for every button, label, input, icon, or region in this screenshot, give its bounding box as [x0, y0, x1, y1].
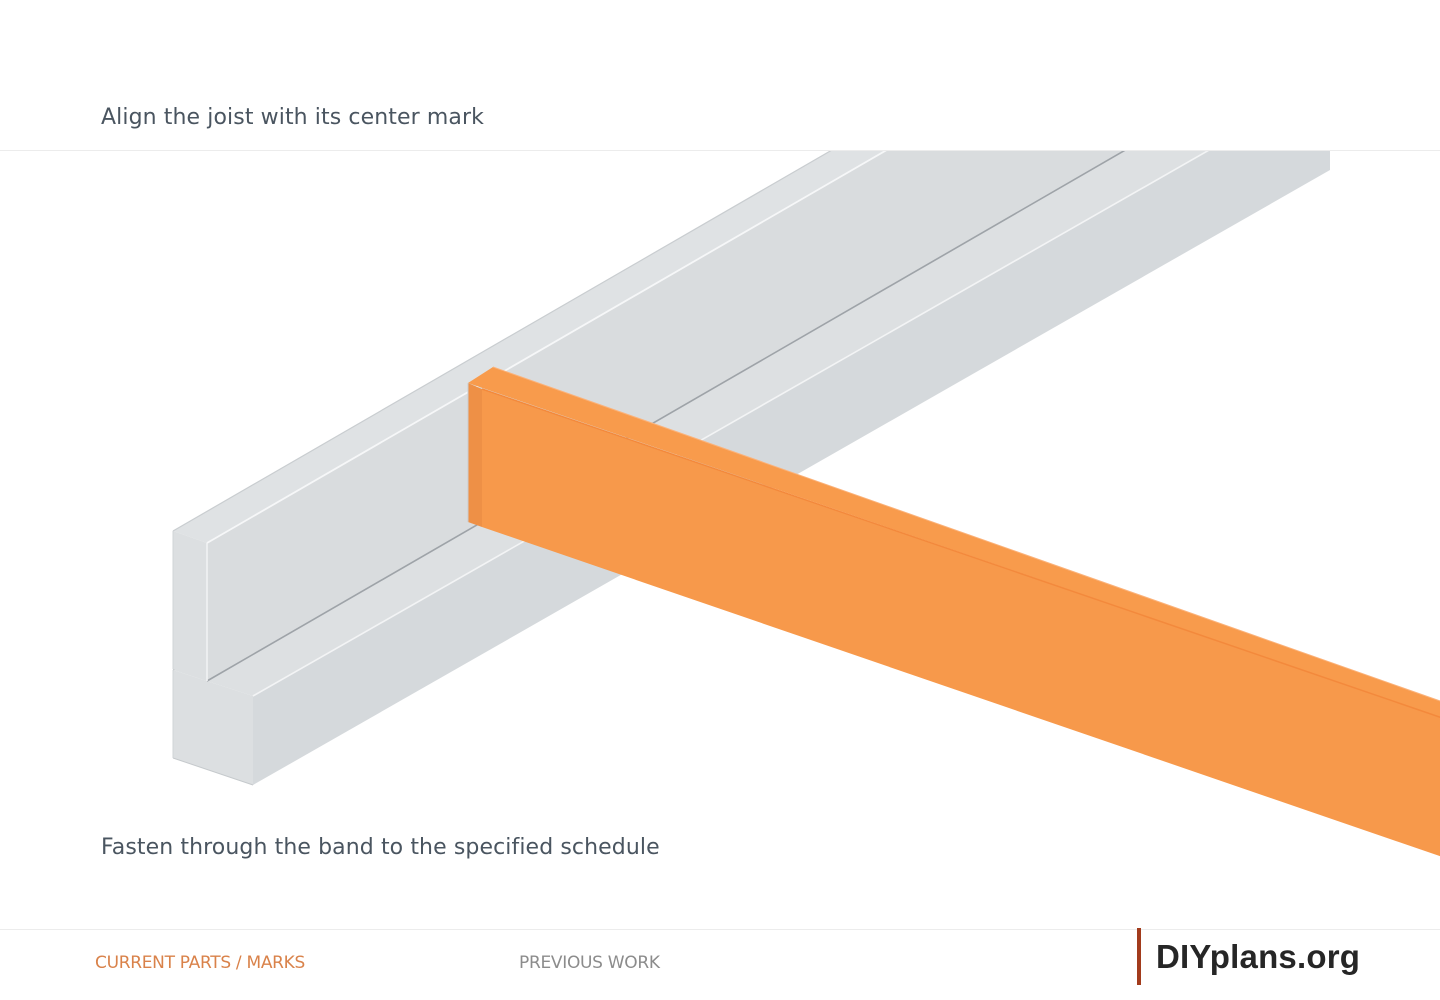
step-instruction-bottom: Fasten through the band to the specified… — [101, 835, 660, 860]
legend-current-parts: CURRENT PARTS / MARKS — [95, 953, 306, 973]
site-logo-text: DIYplans.org — [1156, 937, 1361, 975]
current-part-joist — [467, 366, 1440, 857]
footer-divider — [0, 929, 1440, 930]
step-instruction-top: Align the joist with its center mark — [101, 105, 484, 130]
site-logo: DIYplans.org — [1137, 928, 1360, 985]
previous-work-lower-board — [172, 151, 1330, 786]
legend-previous-work: PREVIOUS WORK — [519, 953, 660, 973]
previous-work-upper-board — [172, 151, 1126, 682]
header-divider — [0, 150, 1440, 151]
